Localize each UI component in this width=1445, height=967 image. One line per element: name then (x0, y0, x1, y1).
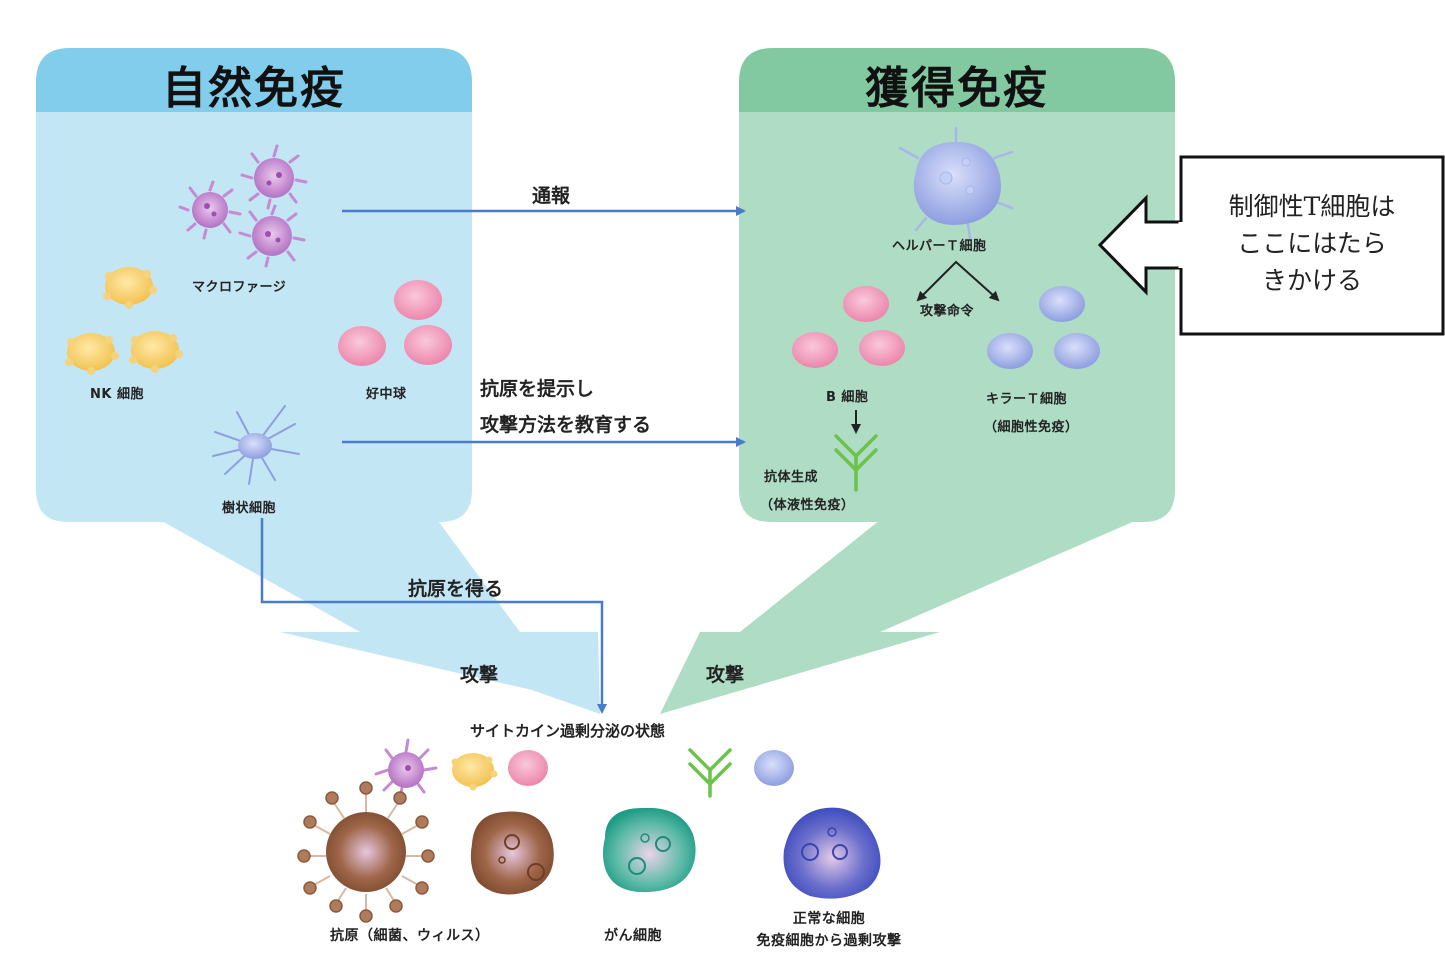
callout-line-1: 制御性T細胞は (1228, 192, 1396, 221)
attack-label-left: 攻撃 (460, 664, 499, 686)
helper-t-cell (898, 126, 1014, 240)
normal-cell-label-line1: 正常な細胞 (792, 911, 866, 927)
neutrophil-cells (338, 280, 452, 366)
innate-immunity-title: 自然免疫 (162, 63, 346, 114)
adaptive-attack-arrow (660, 510, 1160, 714)
b-cells (792, 286, 905, 368)
innate-panel (36, 48, 472, 522)
antigen-bacteria (297, 781, 435, 923)
attack-command-arrows (916, 260, 1000, 302)
antibody-note: （体液性免疫） (760, 498, 855, 513)
helper-t-label: ヘルパーＴ細胞 (892, 239, 987, 254)
cancer-cell-label: がん細胞 (604, 928, 662, 944)
b-cell-label: B 細胞 (826, 390, 869, 405)
killer-t-label: キラーＴ細胞 (986, 392, 1068, 407)
cancer-cell (603, 807, 696, 893)
obtain-antigen-connector (260, 518, 607, 714)
nk-cell-label: NK 細胞 (90, 387, 144, 402)
adaptive-immunity-title: 獲得免疫 (865, 63, 1049, 114)
callout-line-2: ここにはたら (1237, 229, 1387, 258)
dendritic-cell (212, 405, 300, 485)
nk-cells (65, 267, 183, 375)
macrophage-label: マクロファージ (192, 280, 287, 295)
attack-command-label: 攻撃命令 (920, 304, 975, 319)
callout-line-3: きかける (1261, 266, 1362, 295)
attack-label-right: 攻撃 (706, 664, 745, 686)
neutrophil-label: 好中球 (366, 387, 407, 402)
killer-t-cells (987, 286, 1100, 369)
antigen-virus (470, 811, 554, 895)
bottom-immune-cells (374, 738, 794, 800)
present-antigen-label-line2: 攻撃方法を教育する (480, 414, 652, 436)
regulatory-t-callout (1097, 155, 1445, 336)
antibody-production-label: 抗体生成 (764, 470, 819, 485)
normal-cell (783, 807, 881, 899)
notify-label: 通報 (532, 185, 571, 207)
normal-cell-label-line2: 免疫細胞から過剰攻撃 (756, 933, 902, 949)
innate-attack-arrow (150, 510, 600, 714)
cytokine-storm-title: サイトカイン過剰分泌の状態 (470, 722, 666, 740)
adaptive-panel (739, 48, 1175, 522)
obtain-antigen-label: 抗原を得る (408, 578, 504, 600)
dendritic-cell-label: 樹状細胞 (222, 501, 277, 516)
macrophage-cells (178, 144, 308, 268)
present-antigen-label-line1: 抗原を提示し (480, 378, 595, 400)
regulatory-t-callout-text: 制御性T細胞は ここにはたら きかける (1186, 188, 1438, 299)
antigen-label: 抗原（細菌、ウィルス） (330, 928, 490, 944)
antibody-icon (834, 434, 878, 492)
killer-t-note: （細胞性免疫） (984, 420, 1079, 435)
